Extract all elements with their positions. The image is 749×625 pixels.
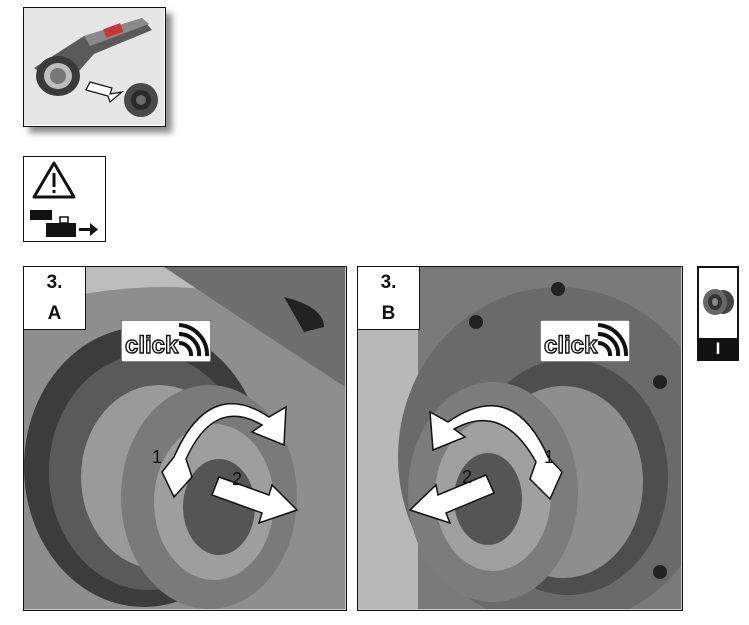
warning-triangle-icon <box>32 161 76 199</box>
die-head-illustration-b: 1 2 <box>358 267 681 609</box>
step-number: 3. <box>24 267 86 299</box>
battery-remove-arrow-icon <box>30 210 98 237</box>
step-number: 3. <box>358 267 420 299</box>
pipe-threader-icon <box>24 8 164 125</box>
side-tab: I <box>697 266 739 361</box>
click-sound-icon: click <box>540 320 630 362</box>
die-head-illustration-a: 1 2 <box>24 267 345 609</box>
rotation-step-label: 1 <box>152 447 162 467</box>
variant-label: A <box>24 298 86 330</box>
click-sound-icon: click <box>121 320 211 362</box>
rotation-step-label: 1 <box>544 447 554 467</box>
push-step-label: 2 <box>462 467 472 487</box>
push-step-label: 2 <box>232 469 242 489</box>
side-tab-label: I <box>715 339 721 358</box>
panel-a: 1 2 3. A click <box>23 266 347 611</box>
tool-thumbnail <box>23 7 166 127</box>
click-label: click <box>544 332 598 359</box>
die-head-icon <box>699 268 737 338</box>
variant-label: B <box>358 298 420 330</box>
panel-b: 1 2 3. B click <box>357 266 683 611</box>
warning-box <box>23 156 106 242</box>
click-label: click <box>125 332 179 359</box>
